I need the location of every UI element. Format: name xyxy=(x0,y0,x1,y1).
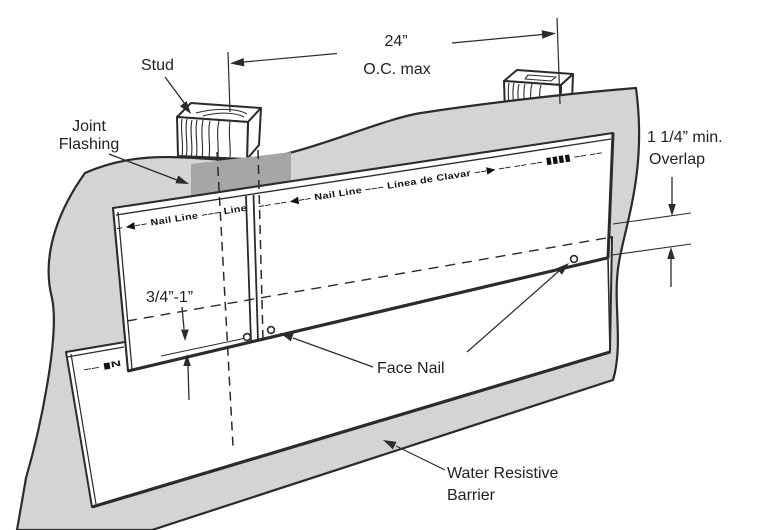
face-nail-mid xyxy=(266,325,276,335)
upper-board-bottom-edge xyxy=(127,256,608,373)
butt-joint-line-left xyxy=(245,195,252,343)
stud-left-front-face xyxy=(176,116,249,160)
nail-guide-line xyxy=(160,337,247,357)
arrowhead xyxy=(383,440,397,450)
stud-hidden-lines xyxy=(216,149,264,447)
dim-overlap: 1 1/4” min. Overlap xyxy=(611,129,723,287)
dim-line-left xyxy=(232,52,338,64)
nail-dim-arrow-down-stem xyxy=(181,306,185,330)
lower-board-right-edge xyxy=(607,257,611,353)
label-joint-flashing: Joint Flashing xyxy=(59,118,189,184)
extension-line-right xyxy=(556,17,561,105)
face-nail-leader-right xyxy=(466,270,560,353)
lower-siding-course: –– ▮N xyxy=(65,236,613,509)
water-barrier-label-line1: Water Resistive xyxy=(447,465,559,482)
label-water-barrier: Water Resistive Barrier xyxy=(383,440,559,504)
nail-dim-arrow-up-stem xyxy=(187,365,190,401)
arrowhead xyxy=(541,30,556,39)
overlap-label-line2: Overlap xyxy=(649,151,705,168)
arrowhead xyxy=(667,247,675,259)
arrowhead xyxy=(230,58,245,67)
face-nail-leader-left xyxy=(292,337,374,368)
dim-stud-spacing: 24” O.C. max xyxy=(227,17,561,113)
face-nail-label: Face Nail xyxy=(377,360,445,377)
stud-leader-line xyxy=(164,76,186,105)
face-nail-right xyxy=(569,254,579,264)
label-stud: Stud xyxy=(141,57,191,114)
lower-board-bottom-edge xyxy=(91,350,611,509)
stud-hidden-line-left xyxy=(216,151,234,447)
joint-flashing-label-line2: Flashing xyxy=(59,136,119,153)
stud-hidden-line-right xyxy=(257,149,264,341)
arrowhead xyxy=(280,333,294,342)
extension-line-left xyxy=(227,51,231,113)
dim-line-right xyxy=(451,32,554,44)
stud-spacing-value: 24” xyxy=(384,33,407,50)
arrowhead xyxy=(668,204,676,216)
face-nail-left xyxy=(242,332,252,342)
arrowhead xyxy=(181,329,189,341)
arrowhead xyxy=(179,101,191,114)
dim-nail-edge-distance: 3/4”-1” xyxy=(146,289,193,401)
lower-board-face xyxy=(65,236,613,508)
overlap-label-line1: 1 1/4” min. xyxy=(647,129,723,146)
nail-edge-distance-label: 3/4”-1” xyxy=(146,289,193,306)
joint-flashing-leader-line xyxy=(108,153,178,181)
stud-left-grain xyxy=(180,108,248,159)
butt-joint-line-right xyxy=(252,194,259,342)
upper-siding-course: – ◀–– Nail Line ––– Line –– –– ◀–– Nail … xyxy=(111,131,615,373)
arrowhead xyxy=(175,175,189,184)
overlap-ext-line-upper xyxy=(612,212,692,225)
lower-board-top-inner-edge xyxy=(66,346,125,358)
water-barrier-leader-line xyxy=(395,445,446,471)
label-face-nail: Face Nail xyxy=(280,263,569,377)
stud-label: Stud xyxy=(141,57,174,74)
water-barrier-label-line2: Barrier xyxy=(447,487,496,504)
overlap-ext-line-lower xyxy=(611,243,692,256)
arrowhead xyxy=(556,263,569,275)
lower-board-left-inner-edge xyxy=(70,353,97,505)
upper-board-left-inner-edge xyxy=(117,211,133,370)
hidden-overlap-dashed-line xyxy=(126,236,613,322)
joint-flashing-label-line1: Joint xyxy=(72,118,106,135)
stud-spacing-note: O.C. max xyxy=(363,61,431,78)
upper-board-top-inner-edge xyxy=(115,138,612,216)
upper-board-right-edge xyxy=(606,132,615,259)
stud-left xyxy=(176,102,262,160)
arrowhead xyxy=(183,354,191,366)
